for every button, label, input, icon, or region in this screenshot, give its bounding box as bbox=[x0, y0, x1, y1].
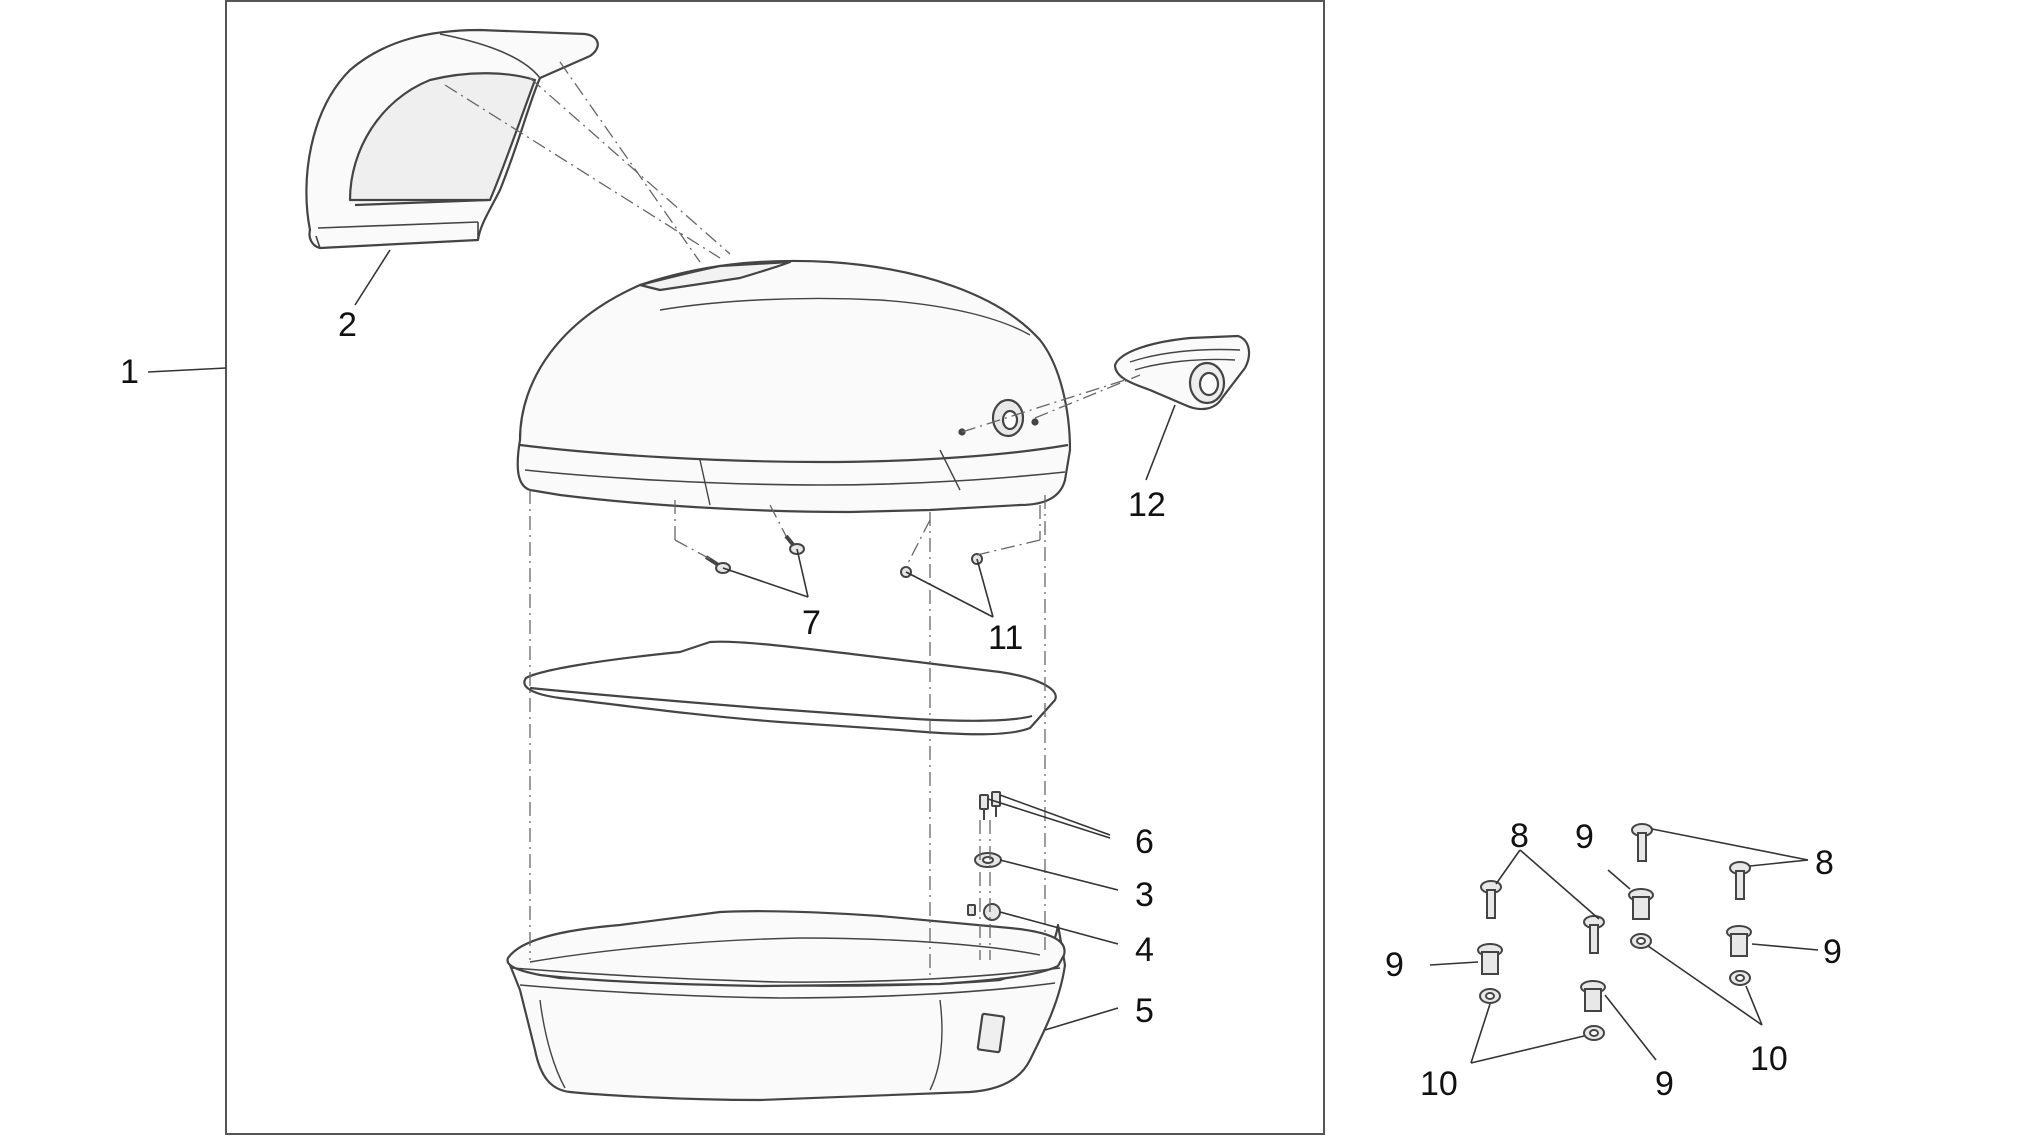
nut-4b bbox=[983, 903, 1001, 921]
callout-11: 11 bbox=[988, 619, 1023, 657]
callout-8-left: 8 bbox=[1510, 817, 1529, 855]
screw-8-right-b bbox=[1729, 861, 1751, 900]
nut-10-left bbox=[1479, 988, 1501, 1004]
callout-8-right: 8 bbox=[1815, 844, 1834, 882]
callout-2: 2 bbox=[338, 306, 357, 344]
nut-10-right-a bbox=[1630, 933, 1652, 949]
screw-6b bbox=[991, 791, 1001, 807]
callout-labels: 1 2 12 7 11 6 3 4 5 8 9 8 9 9 10 9 10 bbox=[120, 306, 1842, 1103]
callout-6: 6 bbox=[1135, 823, 1154, 861]
leader-lines bbox=[147, 249, 1819, 1064]
callout-4: 4 bbox=[1135, 931, 1154, 969]
box-base bbox=[506, 910, 1067, 1102]
callout-5: 5 bbox=[1135, 992, 1154, 1030]
callout-10-left: 10 bbox=[1420, 1065, 1458, 1103]
hardware-sets bbox=[1477, 823, 1752, 1041]
screw-6a bbox=[979, 794, 989, 810]
callout-10-right: 10 bbox=[1750, 1040, 1788, 1078]
screw-8-right-a bbox=[1631, 823, 1653, 862]
callout-9-right: 9 bbox=[1823, 933, 1842, 971]
backrest-pad bbox=[305, 28, 599, 250]
top-box-lid bbox=[516, 259, 1072, 514]
nut-10-right-b bbox=[1729, 970, 1751, 986]
spacer-9-left bbox=[1477, 943, 1503, 975]
lock-handle bbox=[1113, 334, 1251, 411]
reflector bbox=[976, 1012, 1006, 1054]
callout-9-bottom: 9 bbox=[1655, 1065, 1674, 1103]
callout-3: 3 bbox=[1135, 876, 1154, 914]
spacer-9-right-b bbox=[1726, 925, 1752, 957]
callout-1: 1 bbox=[120, 353, 139, 391]
callout-9-top: 9 bbox=[1575, 818, 1594, 856]
spacer-9-middle bbox=[1580, 980, 1606, 1012]
nut-10-middle bbox=[1583, 1025, 1605, 1041]
callout-9-left: 9 bbox=[1385, 946, 1404, 984]
kit-frame bbox=[225, 0, 1325, 1135]
callout-7: 7 bbox=[802, 604, 821, 642]
assembly-lines bbox=[444, 61, 1141, 980]
spacer-9-right-a bbox=[1628, 888, 1654, 920]
seal-gasket bbox=[523, 640, 1057, 736]
nut-4a bbox=[967, 904, 976, 916]
callout-12: 12 bbox=[1128, 486, 1166, 524]
